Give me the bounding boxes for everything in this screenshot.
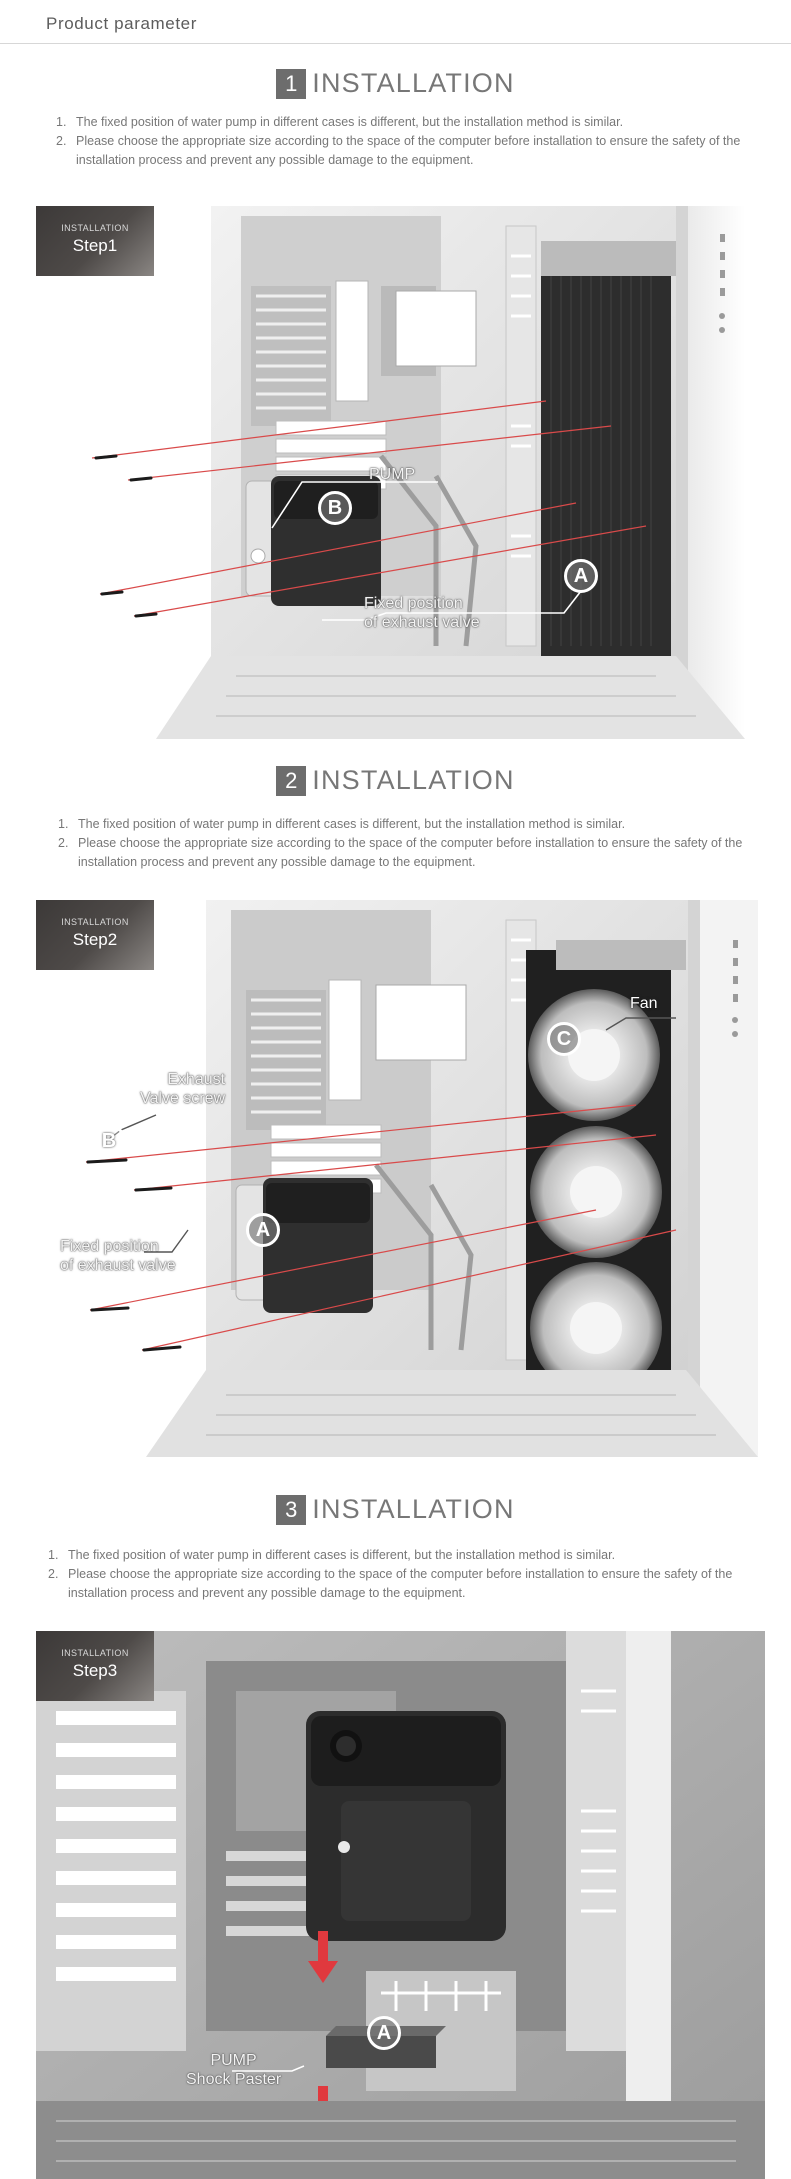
section-1-notes: 1.The fixed position of water pump in di…	[56, 113, 776, 170]
note-item: 2.Please choose the appropriate size acc…	[56, 134, 741, 167]
pump-callout: PUMP	[369, 466, 416, 483]
callout-marker-a: A	[246, 1213, 280, 1247]
section-number: 3	[276, 1494, 307, 1525]
section-title: INSTALLATION	[312, 765, 515, 795]
step2-photo: INSTALLATION Step2 Fan C Exhaust Valve s…	[36, 900, 758, 1457]
note-item: 1.The fixed position of water pump in di…	[56, 115, 624, 129]
callout-marker-a: A	[367, 2016, 401, 2050]
page-title: Product parameter	[46, 14, 197, 33]
section-number: 1	[276, 68, 307, 99]
section-3-notes: 1.The fixed position of water pump in di…	[48, 1546, 768, 1603]
note-item: 1.The fixed position of water pump in di…	[48, 1548, 616, 1562]
callout-marker-b: B	[318, 491, 352, 525]
section-2-notes: 1.The fixed position of water pump in di…	[58, 815, 778, 872]
section-title: INSTALLATION	[312, 68, 515, 98]
fan-callout: Fan	[630, 995, 658, 1012]
section-title: INSTALLATION	[312, 1494, 515, 1524]
case-illustration	[36, 1631, 765, 2179]
case-illustration	[36, 206, 745, 739]
callout-marker-a: A	[564, 559, 598, 593]
exhaust-screw-callout: Exhaust Valve screw	[140, 1071, 226, 1107]
callout-marker-b: B	[92, 1124, 126, 1158]
case-illustration	[36, 900, 758, 1457]
note-item: 1.The fixed position of water pump in di…	[58, 817, 626, 831]
shock-paster-callout: PUMP Shock Paster	[186, 2052, 282, 2088]
step2-badge: INSTALLATION Step2	[36, 900, 154, 970]
step1-photo: INSTALLATION Step1 PUMP B A Fixed positi…	[36, 206, 745, 739]
step3-photo: INSTALLATION Step3 A PUMP Shock Paster	[36, 1631, 765, 2179]
exhaust-valve-callout: Fixed position of exhaust valve	[364, 595, 480, 631]
step1-badge: INSTALLATION Step1	[36, 206, 154, 276]
page-header: Product parameter	[0, 0, 791, 44]
note-item: 2.Please choose the appropriate size acc…	[48, 1567, 733, 1600]
note-item: 2.Please choose the appropriate size acc…	[58, 836, 743, 869]
callout-marker-c: C	[547, 1022, 581, 1056]
section-number: 2	[276, 765, 307, 796]
exhaust-valve-callout: Fixed position of exhaust valve	[60, 1238, 176, 1274]
step3-badge: INSTALLATION Step3	[36, 1631, 154, 1701]
